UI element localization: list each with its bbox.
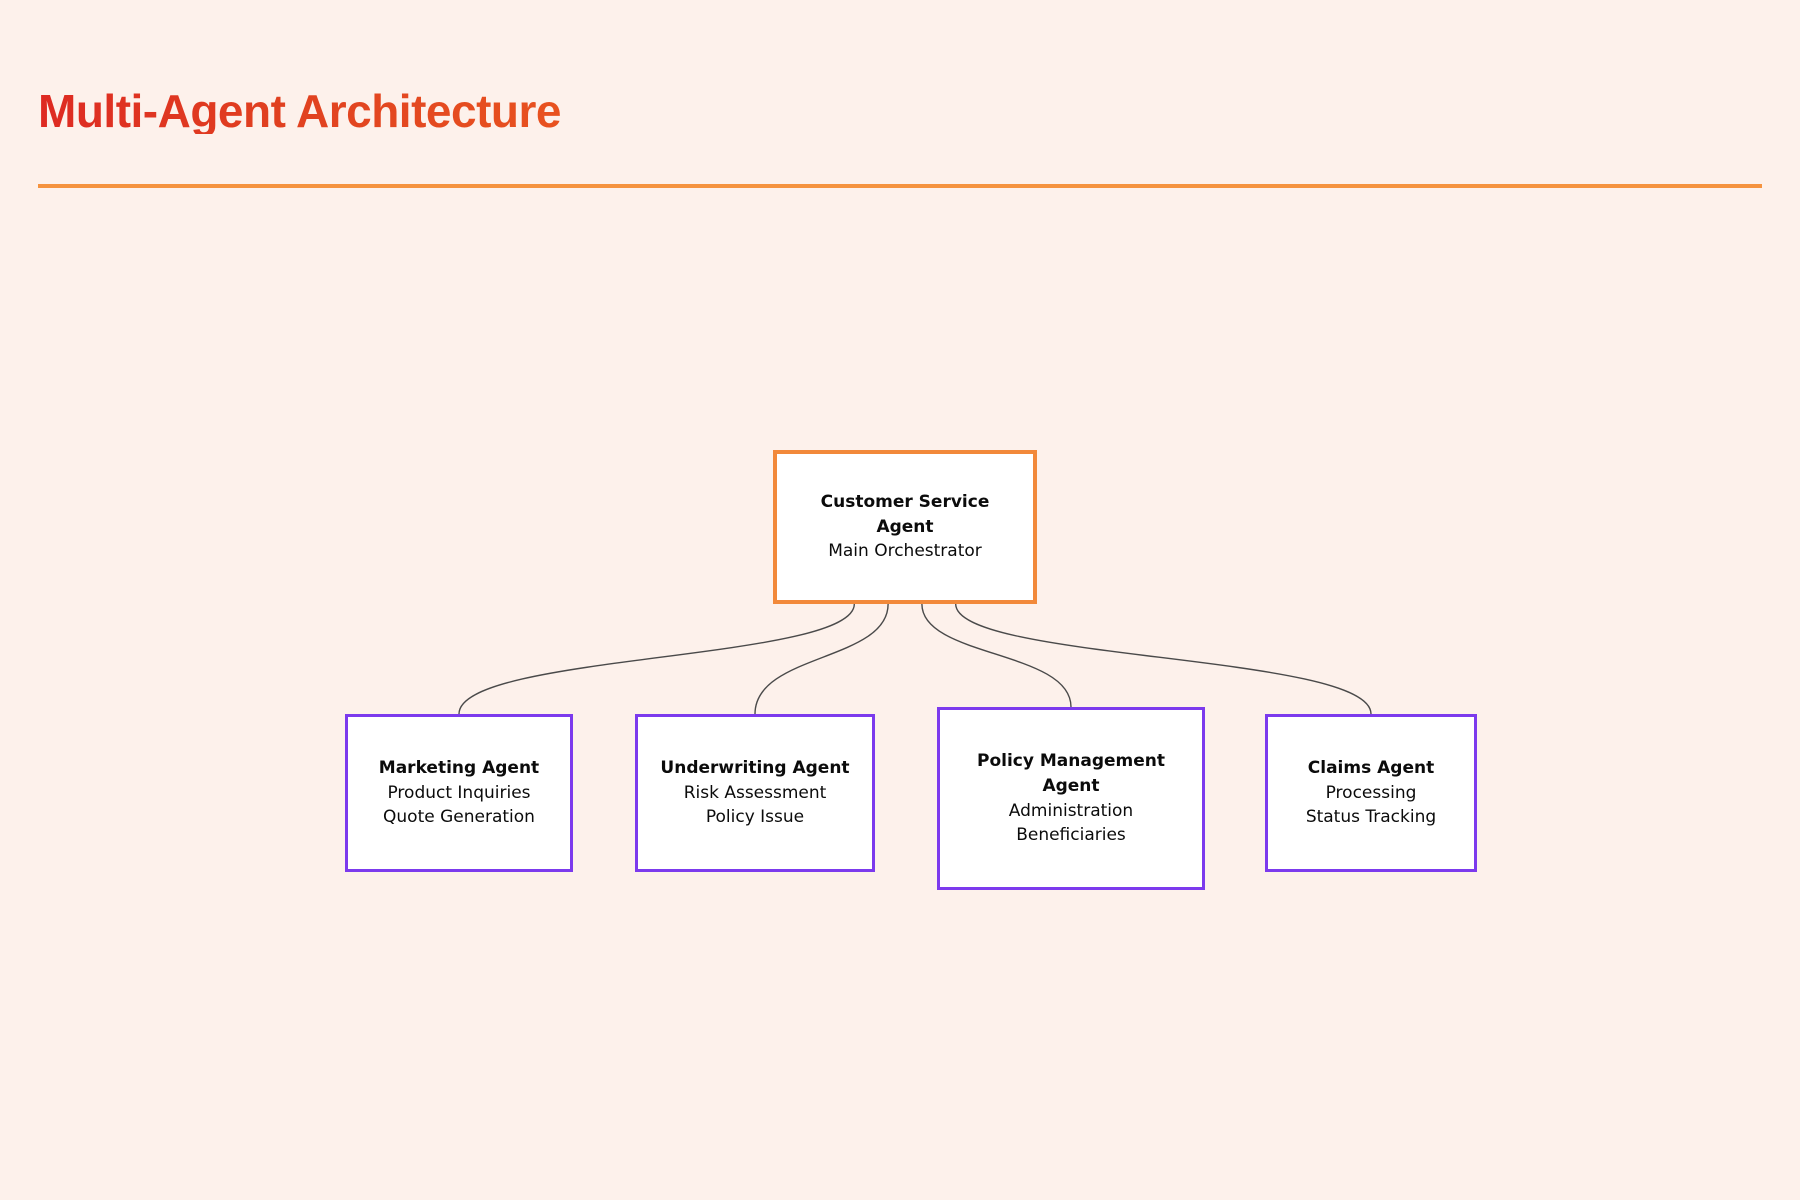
node-detail-line: Product Inquiries xyxy=(387,782,531,803)
page-title: Multi-Agent Architecture xyxy=(38,85,561,137)
node-title: Claims Agent xyxy=(1307,758,1435,779)
node-detail-line: Quote Generation xyxy=(383,807,535,828)
node-detail-line: Main Orchestrator xyxy=(828,541,982,562)
edge-customer-service-agent-to-underwriting-agent xyxy=(754,603,889,715)
node-detail-line: Administration xyxy=(1008,800,1134,821)
node-title: Policy Management Agent xyxy=(976,751,1165,796)
title-divider xyxy=(38,184,1762,188)
node-detail-line: Processing xyxy=(1325,782,1417,803)
node-title: Customer Service Agent xyxy=(820,492,990,537)
edge-customer-service-agent-to-policy-management-agent xyxy=(921,603,1072,708)
node-title: Underwriting Agent xyxy=(660,758,850,779)
node-detail-line: Status Tracking xyxy=(1305,807,1437,828)
edge-customer-service-agent-to-claims-agent xyxy=(954,603,1372,715)
edge-customer-service-agent-to-marketing-agent xyxy=(458,603,856,715)
page-header: Multi-Agent Architecture xyxy=(38,85,1762,188)
node-title: Marketing Agent xyxy=(378,758,540,779)
node-detail-line: Policy Issue xyxy=(705,807,805,828)
node-detail-line: Beneficiaries xyxy=(1016,825,1126,846)
node-detail-line: Risk Assessment xyxy=(683,782,827,803)
